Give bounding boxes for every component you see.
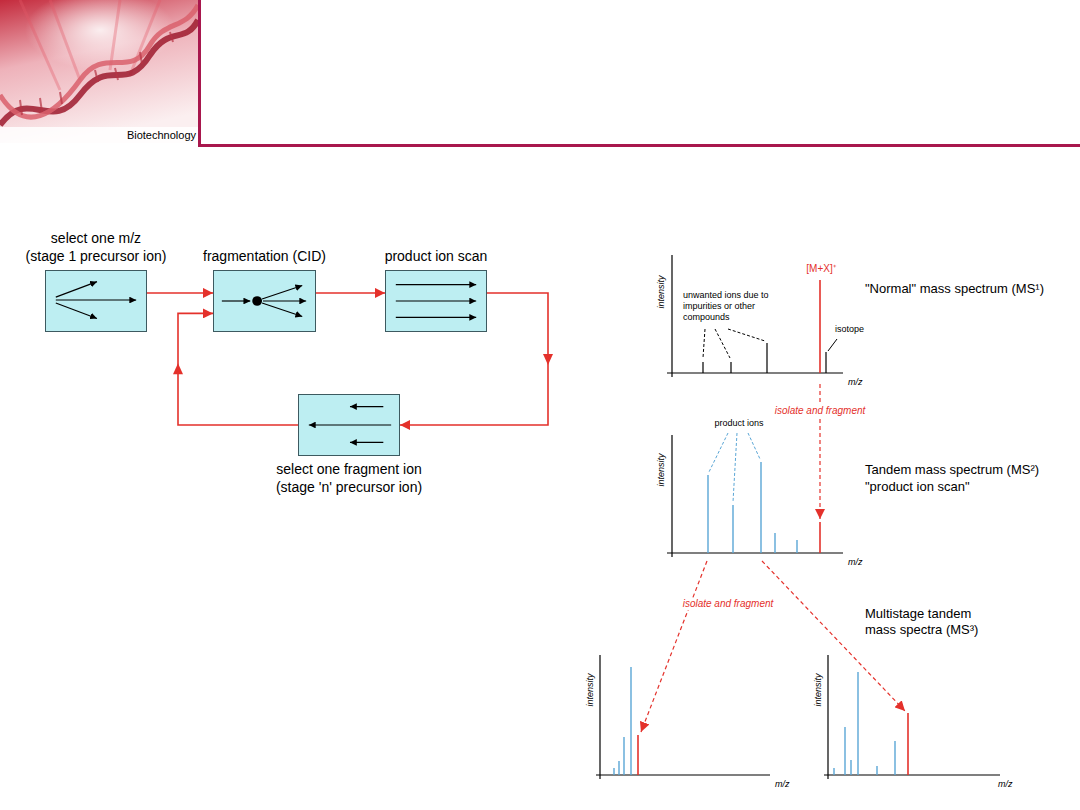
step-label: isolate and fragment	[773, 405, 868, 417]
spectrum-subtitle: "product ion scan"	[865, 479, 970, 495]
annotation: unwanted ions due to impurities or other…	[683, 290, 783, 322]
ion-arrow	[396, 300, 476, 301]
step-caption: fragmentation (CID)	[203, 248, 326, 266]
ion-arrow	[56, 299, 136, 300]
axis-label: m/z	[998, 779, 1013, 790]
ion-arrow	[56, 282, 97, 297]
header-rule	[198, 144, 1080, 147]
mid-arrowhead	[543, 354, 553, 365]
axis-label: intensity	[657, 453, 666, 486]
ms3-spectrum	[824, 655, 1000, 779]
step-caption-group: fragmentation (CID)	[203, 248, 326, 266]
ms1-spectrum	[667, 255, 843, 377]
ion-label: [M+X]⁺	[806, 263, 835, 275]
ion-arrow	[350, 406, 383, 407]
step-caption-group: select one m/z(stage 1 precursor ion)	[26, 230, 167, 265]
step-caption: select one fragment ion	[276, 461, 422, 479]
ion-arrow	[263, 300, 306, 301]
ion-path-symbol	[299, 395, 399, 455]
flow-connector	[316, 292, 385, 294]
ms2-spectrum	[667, 433, 843, 557]
step-caption: product ion scan	[385, 248, 488, 266]
scan-stage-box: select one fragment ion(stage 'n' precur…	[298, 394, 400, 456]
step-caption: (stage 1 precursor ion)	[26, 248, 167, 266]
mid-arrowhead	[173, 363, 183, 374]
axis-label: m/z	[848, 557, 863, 568]
ion-path-symbol	[386, 271, 486, 331]
scan-stage-box: product ion scan	[385, 270, 487, 332]
annotation: product ions	[714, 418, 763, 429]
scan-stage-box: select one m/z(stage 1 precursor ion)	[45, 270, 147, 332]
step-caption: (stage 'n' precursor ion)	[276, 479, 422, 497]
header-image	[0, 0, 198, 143]
ion-path-symbol	[46, 271, 146, 331]
step-caption-group: select one fragment ion(stage 'n' precur…	[276, 461, 422, 496]
step-caption-group: product ion scan	[385, 248, 488, 266]
spectrum-title: Multistage tandem mass spectra (MS³)	[865, 606, 995, 637]
ion-arrow	[396, 284, 476, 285]
ion-arrow	[350, 442, 383, 443]
ion-arrow	[222, 300, 250, 301]
flow-connector	[147, 292, 213, 294]
spectrum-title: "Normal" mass spectrum (MS¹)	[865, 281, 1044, 297]
ion-arrow	[262, 303, 302, 317]
collision-cell-dot	[252, 296, 262, 306]
step-caption: select one m/z	[26, 230, 167, 248]
isolate-arrows	[641, 384, 905, 732]
spectrum-title: Tandem mass spectrum (MS²)	[865, 462, 1039, 478]
ion-arrow	[396, 317, 476, 318]
scan-stage-box: fragmentation (CID)	[213, 270, 316, 332]
axis-label: m/z	[775, 779, 790, 790]
ion-arrow	[309, 424, 391, 425]
ion-path-symbol	[214, 271, 315, 331]
step-label: isolate and fragment	[681, 598, 776, 610]
annotation: isotope	[835, 324, 864, 335]
logo-caption: Biotechnology	[127, 129, 196, 142]
header-rule	[198, 0, 201, 146]
axis-label: m/z	[848, 377, 863, 388]
ion-arrow	[262, 286, 302, 300]
axis-label: intensity	[657, 275, 666, 308]
axis-label: intensity	[814, 673, 823, 706]
ms3-spectrum	[596, 655, 770, 779]
axis-label: intensity	[586, 673, 595, 706]
ion-arrow	[56, 303, 97, 318]
